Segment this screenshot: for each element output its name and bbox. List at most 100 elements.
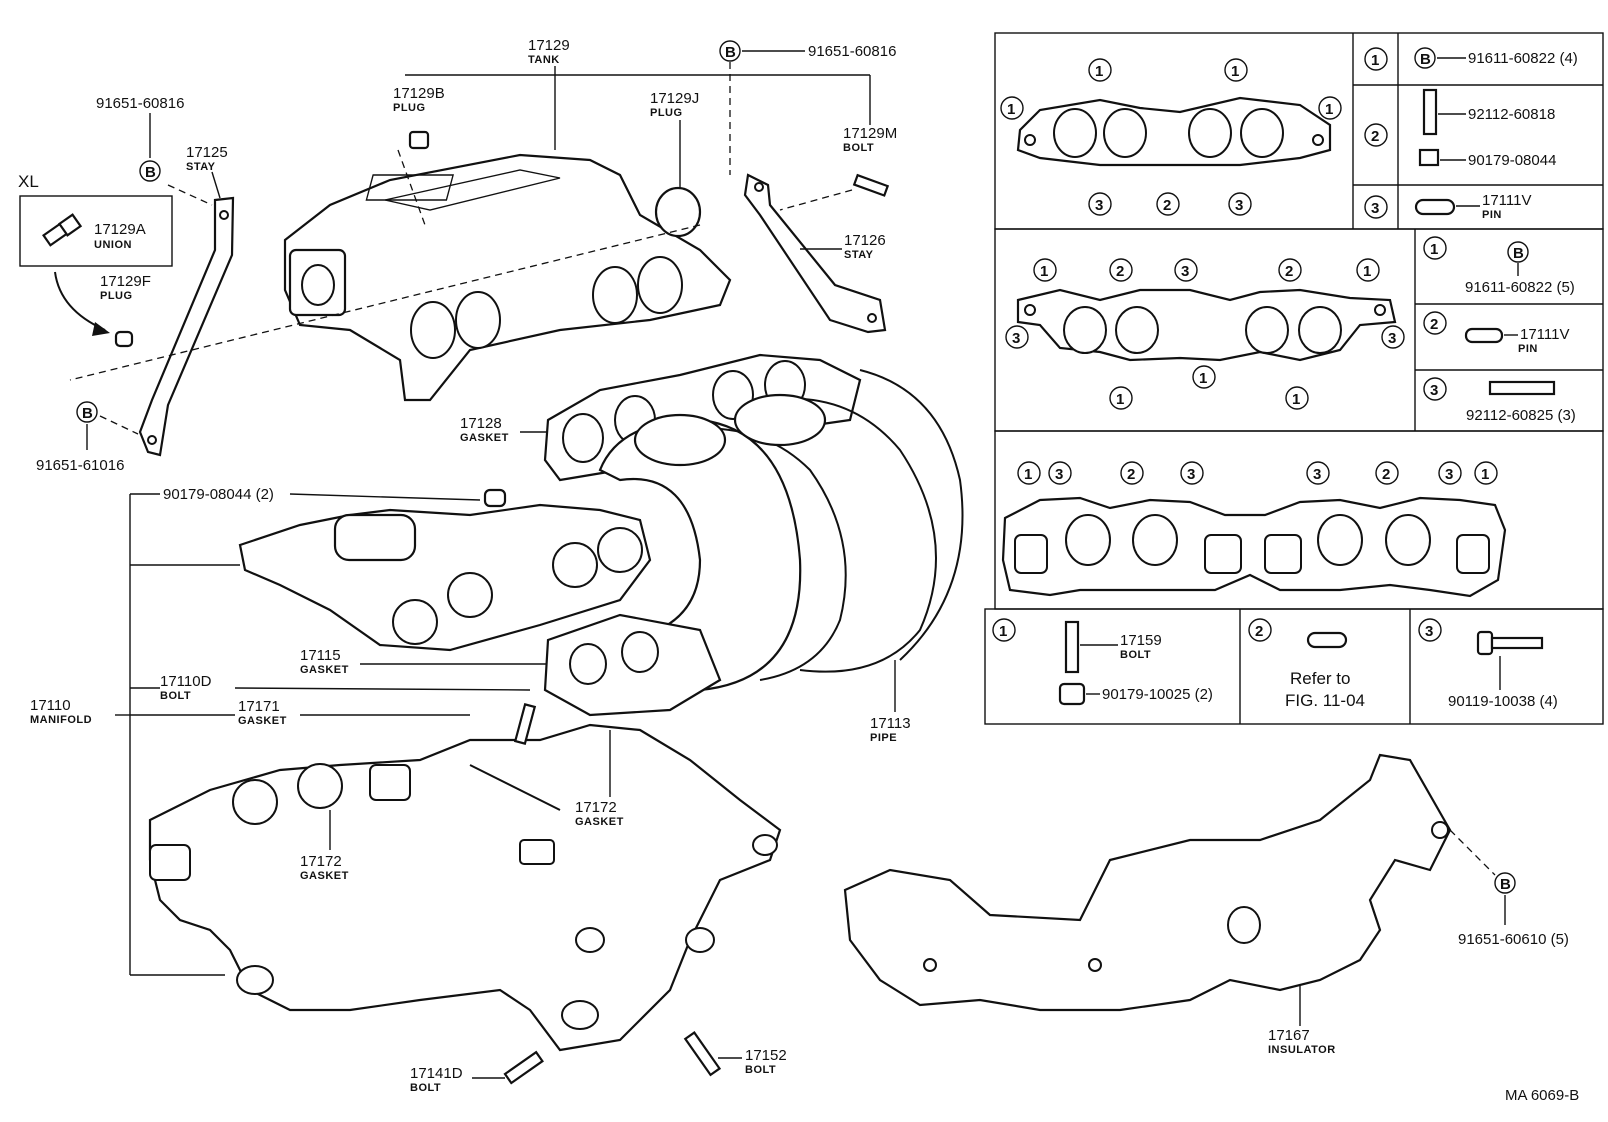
svg-text:B: B: [1420, 51, 1431, 68]
part-17113-name: PIPE: [870, 732, 897, 744]
part-17129f-name: PLUG: [100, 290, 133, 302]
plug-17129j-icon: [654, 186, 702, 238]
svg-text:3: 3: [1445, 466, 1453, 483]
svg-text:2: 2: [1371, 128, 1379, 145]
b-circle-icon: [76, 401, 98, 423]
bolt-b-left-top: 91651-60816 B: [96, 95, 213, 206]
svg-text:1: 1: [1371, 52, 1379, 69]
svg-text:1: 1: [1007, 101, 1015, 118]
part-17171-number: 17171: [238, 698, 280, 715]
b-circle-icon: [1494, 872, 1516, 894]
part-17129f-number: 17129F: [100, 273, 151, 290]
part-91651-60610: 91651-60610 (5): [1458, 931, 1569, 948]
part-17129-name: TANK: [528, 54, 560, 66]
part-17110d-number: 17110D: [160, 673, 212, 690]
xl-inset: XL 17129A UNION 17129F PLUG: [18, 172, 173, 348]
svg-text:2: 2: [1382, 466, 1390, 483]
part-17110-name: MANIFOLD: [30, 714, 92, 726]
bolt-17152: 17152 BOLT: [683, 1031, 787, 1077]
svg-text:3: 3: [1235, 197, 1243, 214]
b-circle-icon: [719, 40, 741, 62]
svg-text:3: 3: [1371, 200, 1379, 217]
gasket-17172-callouts: 17172 GASKET 17172 GASKET: [300, 730, 623, 882]
stay-17126: 17126 STAY: [69, 173, 890, 381]
part-17129m-number: 17129M: [843, 125, 897, 142]
svg-text:PIN: PIN: [1518, 343, 1538, 355]
part-17126-number: 17126: [844, 232, 886, 249]
gasket-17115: 17115 GASKET: [300, 613, 722, 717]
insulator-17167: 17167 INSULATOR: [843, 753, 1496, 1056]
part-91651-60816-top: 91651-60816: [808, 43, 896, 60]
svg-text:3: 3: [1313, 466, 1321, 483]
svg-text:2: 2: [1116, 263, 1124, 280]
part-17125-number: 17125: [186, 144, 228, 161]
bolt-17110d-icon: [513, 703, 537, 745]
svg-text:BOLT: BOLT: [1120, 649, 1151, 661]
bolt-b-left-bottom: B 91651-61016: [36, 401, 139, 474]
legend-grid: 1 1 1 1 3 2 3 1 2 3 B 91611-60822 (4) 92…: [984, 32, 1604, 725]
svg-text:1: 1: [1095, 63, 1103, 80]
svg-text:1: 1: [1481, 466, 1489, 483]
bolt-17129m-icon: [852, 173, 890, 197]
part-17141d-name: BOLT: [410, 1082, 441, 1094]
svg-text:1: 1: [1116, 391, 1124, 408]
tank-17129-labels: 17129 TANK 17129B PLUG 17129J PLUG 17129…: [393, 37, 897, 190]
svg-text:3: 3: [1055, 466, 1063, 483]
part-17172a-name: GASKET: [300, 870, 349, 882]
manifold-callouts: 90179-08044 (2) 17110D BOLT 17110 MANIFO…: [30, 486, 531, 976]
svg-text:B: B: [145, 164, 156, 181]
part-17152-name: BOLT: [745, 1064, 776, 1076]
svg-text:1: 1: [1024, 466, 1032, 483]
part-17110-number: 17110: [30, 697, 71, 714]
svg-text:3: 3: [1430, 382, 1438, 399]
part-17129a-name: UNION: [94, 239, 132, 251]
svg-text:3: 3: [1181, 263, 1189, 280]
part-90179-08044: 90179-08044 (2): [163, 486, 274, 503]
arrow-head-icon: [92, 322, 110, 336]
svg-text:3: 3: [1187, 466, 1195, 483]
legend-17159-number: 17159: [1120, 632, 1162, 649]
stay-17125: 17125 STAY: [138, 144, 235, 457]
legend-refer-to: Refer to: [1290, 669, 1350, 688]
part-17141d-number: 17141D: [410, 1065, 463, 1082]
xl-label: XL: [18, 172, 39, 191]
svg-text:1: 1: [1430, 241, 1438, 258]
nut-90179-08044-icon: [483, 488, 507, 508]
svg-text:3: 3: [1095, 197, 1103, 214]
nut-icon: [1418, 148, 1440, 167]
legend-box-3: 1 17159 BOLT 90179-10025 (2) 2 Refer to …: [992, 618, 1558, 710]
legend-fig-11-04: FIG. 11-04: [1285, 691, 1365, 710]
part-17171-name: GASKET: [238, 715, 287, 727]
svg-text:2: 2: [1255, 623, 1263, 640]
part-17113-number: 17113: [870, 715, 911, 732]
part-17129m-name: BOLT: [843, 142, 874, 154]
legend-91611-60822-4: 91611-60822 (4): [1468, 50, 1578, 67]
part-17115-name: GASKET: [300, 664, 349, 676]
nut-icon: [1058, 682, 1086, 706]
svg-text:2: 2: [1285, 263, 1293, 280]
legend-92112-60825-3: 92112-60825 (3): [1466, 407, 1576, 424]
part-17125-name: STAY: [186, 161, 216, 173]
legend-90179-08044: 90179-08044: [1468, 152, 1556, 169]
manifold-17110: [148, 703, 782, 1052]
legend-90119-10038: 90119-10038 (4): [1448, 693, 1558, 710]
part-17129a-number: 17129A: [94, 221, 146, 238]
svg-text:1: 1: [1040, 263, 1048, 280]
part-17129b-number: 17129B: [393, 85, 445, 102]
plug-17129f-icon: [114, 330, 134, 348]
part-17152-number: 17152: [745, 1047, 787, 1064]
part-17129b-name: PLUG: [393, 102, 426, 114]
bolt-shank-icon: [1490, 636, 1544, 650]
legend-gasket-1: [1016, 96, 1332, 167]
svg-text:B: B: [1500, 876, 1511, 893]
pin-icon: [1464, 327, 1504, 344]
svg-text:1: 1: [999, 623, 1007, 640]
svg-text:3: 3: [1012, 330, 1020, 347]
legend-gasket-3: [1001, 496, 1507, 598]
svg-text:1: 1: [1292, 391, 1300, 408]
svg-text:B: B: [725, 44, 736, 61]
svg-text:3: 3: [1388, 330, 1396, 347]
svg-text:1: 1: [1325, 101, 1333, 118]
svg-text:2: 2: [1163, 197, 1171, 214]
legend-box-2: 1 B 91611-60822 (5) 2 17111V PIN 3 92112…: [1423, 236, 1576, 424]
